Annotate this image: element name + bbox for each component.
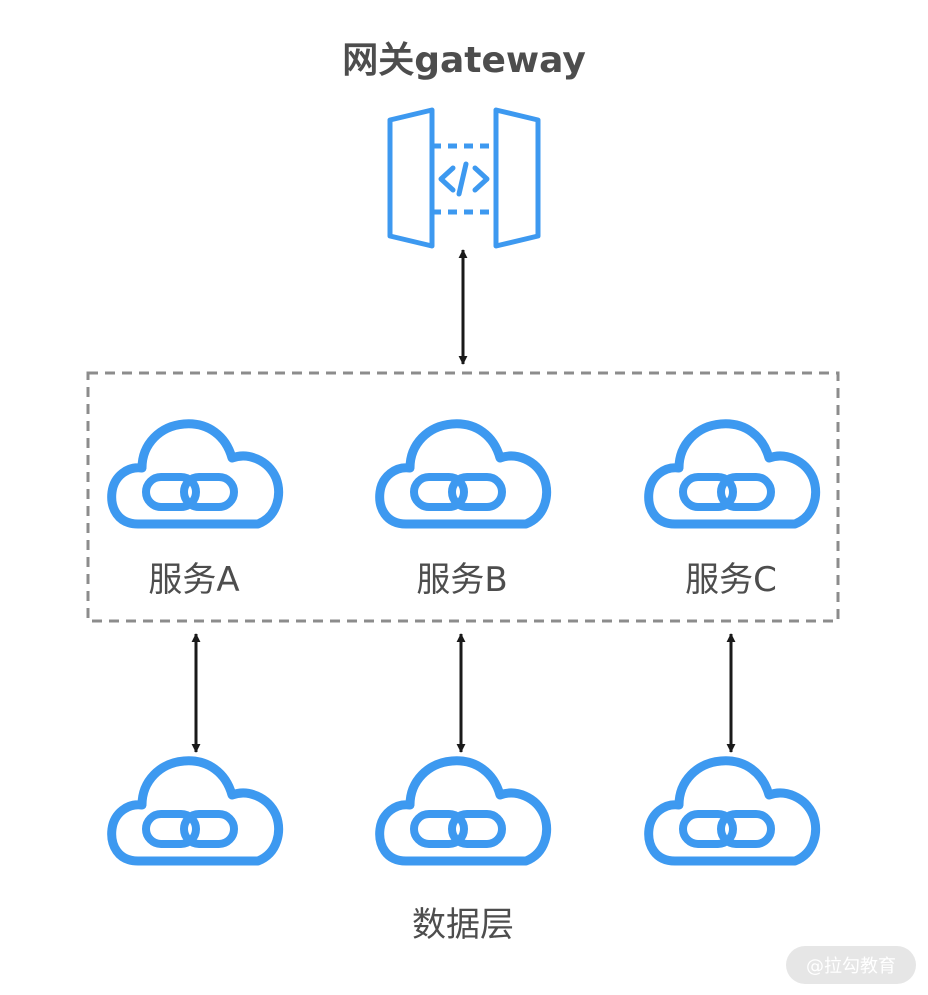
service-c-label: 服务C [685,560,777,600]
service-c-cloud-icon [649,424,816,524]
api-gateway-icon [387,107,541,249]
service-group-border [86,371,840,623]
service-a-cloud-icon [112,424,279,524]
data-c-cloud-icon [649,761,816,861]
data-a-cloud-icon [112,761,279,861]
service-b-cloud-icon [380,424,547,524]
gateway-label: 网关gateway [342,40,586,81]
service-b-label: 服务B [416,560,507,600]
watermark-text: @拉勾教育 [806,956,896,977]
watermark: @拉勾教育 [786,946,916,984]
data-b-cloud-icon [380,761,547,861]
service-a-label: 服务A [148,560,239,600]
data-layer-label: 数据层 [412,905,514,945]
